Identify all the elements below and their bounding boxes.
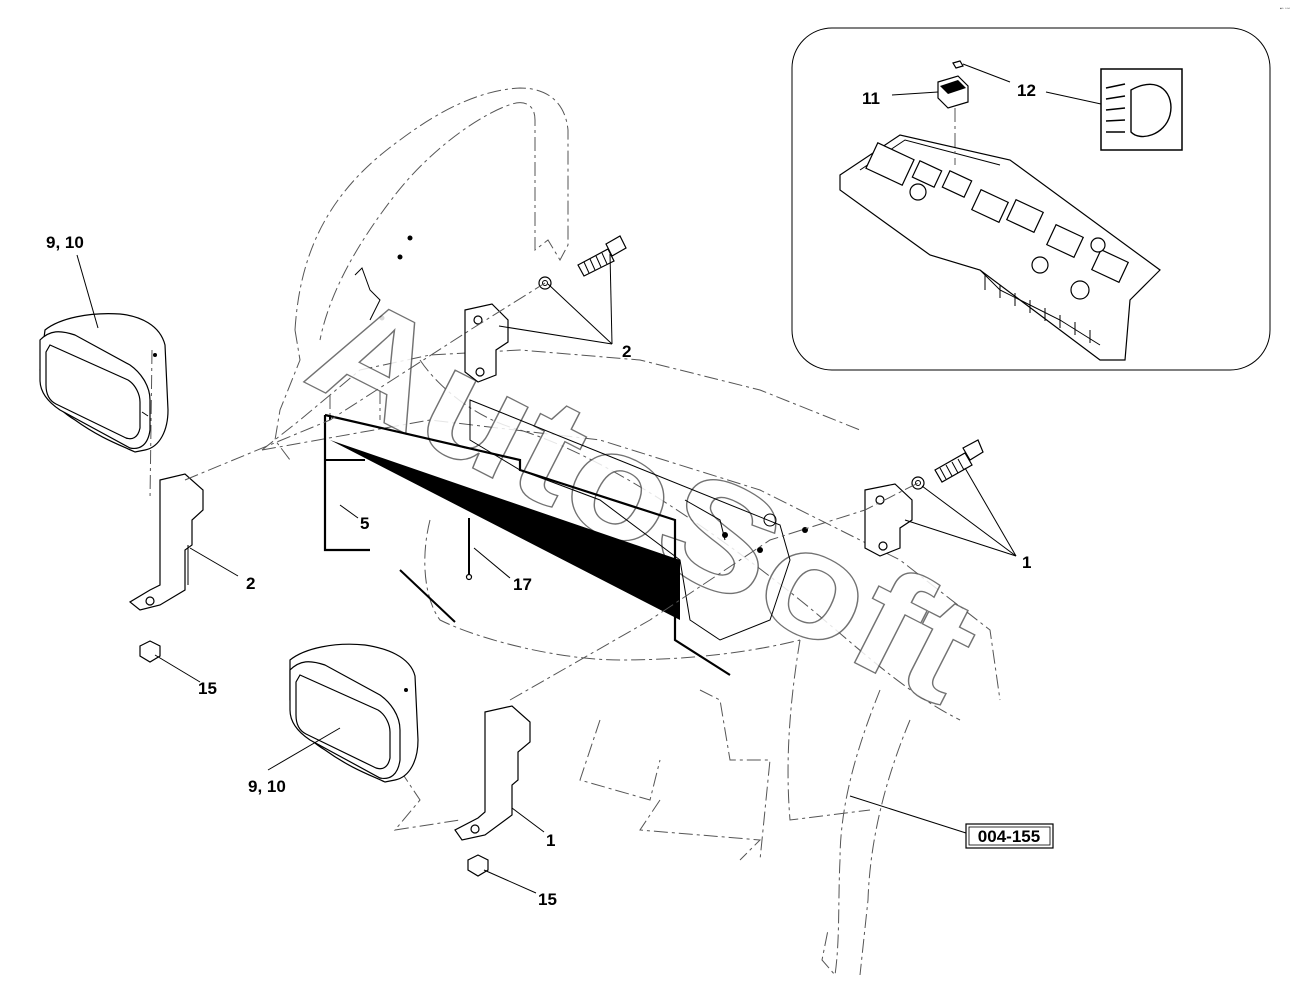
- callout-11: 11: [862, 89, 880, 108]
- fuse-pin: [465, 518, 473, 581]
- assembly-lines: [184, 282, 919, 701]
- lower-nut: [467, 854, 489, 877]
- inset-panel: 11 12: [791, 27, 1271, 371]
- callout-9-10-bottom: 9, 10: [248, 777, 286, 796]
- callout-17: 17: [513, 575, 532, 594]
- callout-1-right: 1: [1022, 553, 1031, 572]
- leader-lines: [76, 253, 1017, 894]
- left-bracket: [128, 473, 204, 611]
- lower-bracket: [454, 705, 531, 841]
- callout-15-bottom: 15: [538, 890, 557, 909]
- work-lamp-symbol-icon: [1100, 68, 1183, 151]
- reference-code-box: 004-155: [965, 823, 1054, 849]
- mounting-rail: [469, 399, 808, 641]
- callout-1-bottom: 1: [546, 831, 555, 850]
- callout-2-top: 2: [622, 342, 631, 361]
- callout-2-left: 2: [246, 574, 255, 593]
- callout-labels: 9, 10 2 2 15 5 17 1 9, 10 1 15: [46, 233, 1031, 909]
- corner-marker: ▪▫ ▫▫▫: [1280, 6, 1290, 12]
- work-lamp-upper: [39, 313, 169, 501]
- callout-5: 5: [360, 514, 369, 533]
- callout-12: 12: [1017, 81, 1036, 100]
- reference-code: 004-155: [978, 827, 1040, 846]
- work-lamp-lower: [289, 643, 419, 783]
- wire-harness: [323, 413, 731, 676]
- cab-frame-outline: [261, 87, 1001, 977]
- callout-15-left: 15: [198, 679, 217, 698]
- left-nut: [139, 640, 161, 663]
- right-clamp: [864, 439, 984, 557]
- dashboard-console: [839, 108, 1161, 361]
- callout-9-10-top: 9, 10: [46, 233, 84, 252]
- rocker-switch: [937, 60, 969, 109]
